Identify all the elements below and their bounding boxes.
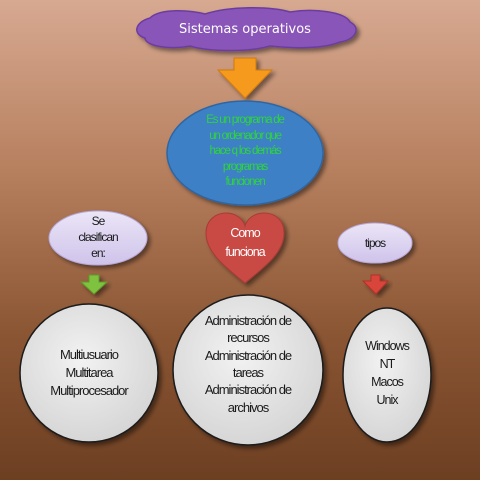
middle-content: Administración de recursos Administració…	[186, 300, 310, 428]
middle-content-item: archivos	[227, 399, 269, 415]
right-content-ellipse	[342, 307, 432, 443]
left-content-circle	[19, 303, 159, 443]
left-content-item: Multiprocesador	[50, 383, 128, 399]
right-content: Windows NT Macos Unix	[347, 330, 427, 416]
left-down-arrow	[79, 274, 109, 295]
middle-content-item: recursos	[227, 330, 270, 346]
left-label-line: Se	[91, 213, 106, 228]
middle-label-line: Como	[230, 226, 260, 241]
middle-content-item: tareas	[232, 365, 264, 380]
definition-ellipse	[166, 100, 324, 206]
left-label: Se clasifican en:	[60, 208, 136, 266]
definition-line: un ordenador que	[209, 129, 282, 142]
definition-line: funcionen	[225, 176, 265, 189]
left-label-line: clasifican	[78, 229, 118, 244]
right-label-ellipse	[337, 222, 413, 264]
right-content-item: NT	[379, 356, 396, 371]
definition-text: Es un programa de un ordenador que hace …	[180, 104, 310, 200]
left-label-ellipse	[48, 210, 148, 266]
right-content-item: Unix	[376, 393, 398, 408]
definition-line: hace q los demás	[209, 145, 282, 158]
middle-label-line: funciona	[225, 245, 265, 259]
main-down-arrow	[216, 57, 274, 99]
title: Sistemas operativos	[179, 22, 311, 38]
definition-line: Es un programa de	[206, 114, 285, 127]
definition-line: programas	[222, 160, 268, 173]
left-content-item: Multitarea	[65, 364, 113, 380]
middle-label: Como funciona	[215, 222, 275, 264]
middle-content-item: Administración de	[204, 382, 292, 398]
middle-heart	[205, 212, 285, 284]
right-down-arrow	[361, 274, 390, 295]
left-content: Multiusuario Multitarea Multiprocesador	[30, 330, 148, 416]
middle-content-circle	[172, 294, 324, 446]
right-content-item: Windows	[365, 338, 410, 353]
middle-content-item: Administración de	[204, 347, 292, 363]
left-content-item: Multiusuario	[59, 346, 119, 362]
left-label-line: en:	[91, 246, 106, 261]
right-label: tipos	[364, 235, 386, 250]
title-cloud	[136, 7, 357, 52]
middle-content-item: Administración de	[204, 313, 292, 329]
right-content-item: Macos	[371, 375, 404, 389]
